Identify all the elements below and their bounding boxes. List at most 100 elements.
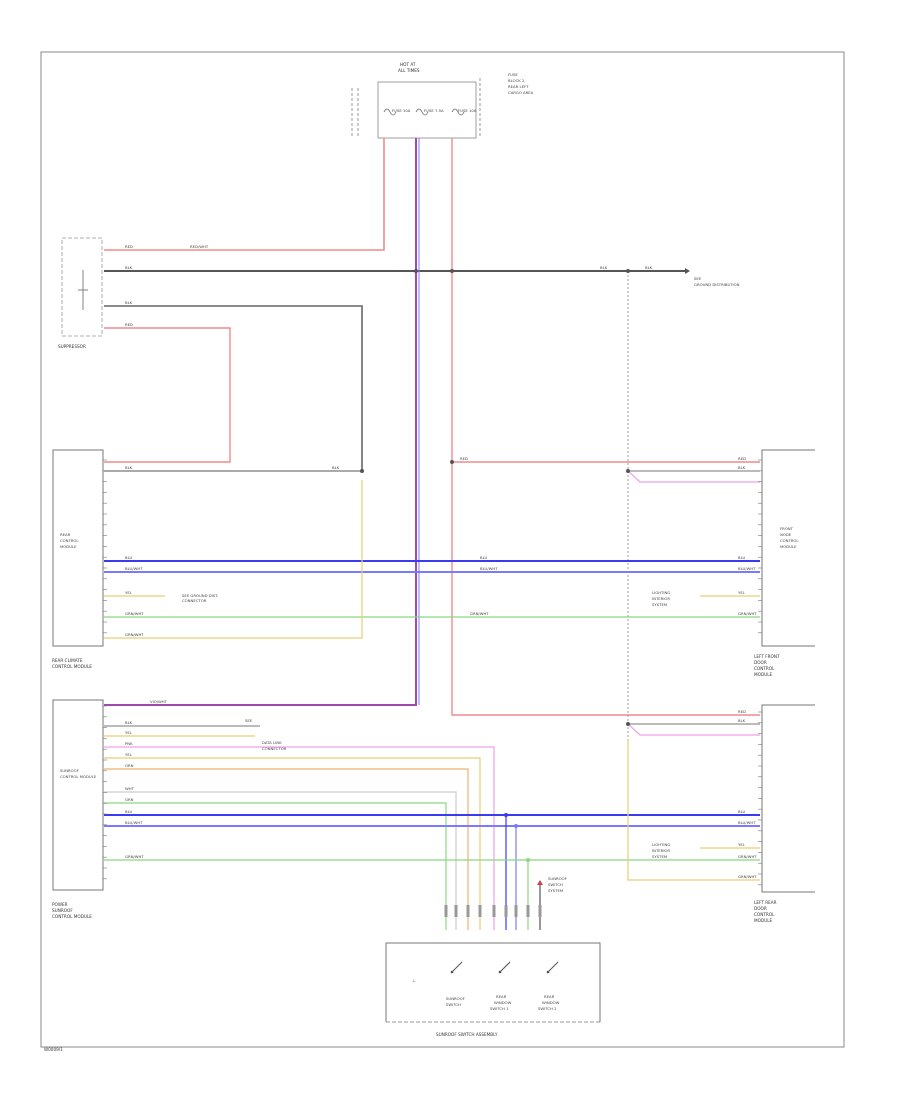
switch-assembly-box xyxy=(385,942,601,1022)
fuse-block-box xyxy=(377,81,477,139)
splice-dot-5 xyxy=(450,460,454,464)
fuse-block-title-2: ALL TIMES xyxy=(398,68,420,73)
lighting-front-1: LIGHTING xyxy=(652,590,670,595)
switch-3-label-3: SWITCH 2 xyxy=(538,1006,557,1011)
ground-note-2: GROUND DISTRIBUTION xyxy=(694,282,740,287)
rear-climate-label-2: CONTROL MODULE xyxy=(52,664,92,669)
wire-label-yel-5: YEL xyxy=(738,842,746,847)
sunroof-inner-1: SUNROOF xyxy=(60,768,79,773)
wire-black-rc xyxy=(104,305,363,470)
sunroof-label-1: POWER xyxy=(52,902,68,907)
wire-label-red-5: RED xyxy=(738,709,746,714)
wire-label-yel-3: YEL xyxy=(125,730,133,735)
fuse-2: FUSE 7.5A xyxy=(415,108,444,116)
switch-connector-mark-5 xyxy=(504,905,508,917)
sunroof-label-3: CONTROL MODULE xyxy=(52,914,92,919)
wire-label-grnwht-4: GRN/WHT xyxy=(125,632,144,637)
sunroof-note-1: SUNROOF xyxy=(548,876,567,881)
ground-note-1: SEE xyxy=(694,276,702,281)
fuse-note-4: CARGO AREA xyxy=(508,90,534,95)
switch-connector-mark-1 xyxy=(454,905,458,917)
lighting-front-3: SYSTEM xyxy=(652,602,667,607)
fuse-3: FUSE 10A xyxy=(451,108,477,116)
ground-mid-1: SEE xyxy=(245,718,253,723)
module-pins xyxy=(103,459,762,886)
switch-connector-marks xyxy=(444,905,542,917)
rear-door-label-4: MODULE xyxy=(754,918,773,923)
wire-label-bluwht-2: BLU/WHT xyxy=(480,566,498,571)
rear-door-module: LEFT REAR DOOR CONTROL MODULE xyxy=(754,704,815,923)
switch-3-contact xyxy=(547,961,559,973)
fuse-note-3: REAR LEFT xyxy=(508,84,529,89)
wire-pink-ps xyxy=(104,746,495,930)
wire-label-bluwht-3: BLU/WHT xyxy=(738,566,756,571)
wire-label-blu-1: BLU xyxy=(125,555,133,560)
lighting-rear-1: LIGHTING xyxy=(652,842,670,847)
front-node-inner-1: FRONT xyxy=(780,526,794,531)
wire-yellow-ps-2 xyxy=(104,757,481,930)
splice-dot-10 xyxy=(626,722,630,726)
wire-label-blk-2: BLK xyxy=(600,265,608,270)
wire-label-grn: GRN xyxy=(125,797,134,802)
switch-2-pivot xyxy=(498,970,502,974)
switch-connector-mark-4 xyxy=(492,905,496,917)
wire-red-fuse3 xyxy=(451,138,760,716)
switch-3-label-2: WINDOW xyxy=(542,1000,560,1005)
fuse-3-symbol xyxy=(451,108,465,116)
wire-label-grnwht-6: GRN/WHT xyxy=(738,854,757,859)
fuse-note-1: FUSE xyxy=(508,72,518,77)
wire-orange-ps xyxy=(104,768,469,930)
wire-label-red-3: RED xyxy=(460,456,468,461)
diagram-frame xyxy=(40,51,845,1048)
front-door-label-1: LEFT FRONT xyxy=(754,654,780,659)
switch-connector-mark-7 xyxy=(526,905,530,917)
data-link-4: CONNECTOR xyxy=(262,746,287,751)
switch-connector-mark-8 xyxy=(538,905,542,917)
wire-label-grnwht-1: GRN/WHT xyxy=(125,611,144,616)
suppressor: SUPPRESSOR xyxy=(58,237,103,349)
sunroof-note-2: SWITCH xyxy=(548,882,563,887)
splice-dot-8 xyxy=(526,858,530,862)
wire-violet-trunk xyxy=(104,138,417,706)
wire-red-fuse1 xyxy=(104,138,385,251)
wire-label-blk-5: BLK xyxy=(125,465,133,470)
diagram-code: W0009/1 xyxy=(44,1047,63,1052)
front-door-label-4: MODULE xyxy=(754,672,773,677)
wire-label-bluwht-1: BLU/WHT xyxy=(125,566,143,571)
rear-door-label-2: DOOR xyxy=(754,906,767,911)
wire-label-yel-2: YEL xyxy=(738,590,746,595)
lighting-front-2: INTERIOR xyxy=(652,596,670,601)
wire-label-blk-7: BLK xyxy=(738,465,746,470)
wire-label-blk-8: BLK xyxy=(738,718,746,723)
wire-yellow-rc-2 xyxy=(104,480,363,639)
splice-dots xyxy=(360,269,630,862)
wire-label-vio: VIO/WHT xyxy=(150,699,168,704)
data-link-2: CONNECTOR xyxy=(182,598,207,603)
splice-dot-4 xyxy=(360,469,364,473)
rear-climate-inner-2: CONTROL xyxy=(60,538,79,543)
switch-connector-mark-2 xyxy=(466,905,470,917)
switch-assembly-label: SUNROOF SWITCH ASSEMBLY xyxy=(436,1032,498,1037)
switch-1-pivot xyxy=(450,970,454,974)
wire-label-bluwht-5: BLU/WHT xyxy=(738,820,756,825)
switch-2-contact xyxy=(499,961,511,973)
fuse-block: HOT AT ALL TIMES FUSE 10A FUSE 7.5A FUSE… xyxy=(351,62,534,139)
switch-connector-mark-0 xyxy=(444,905,448,917)
switch-1-label-2: SWITCH xyxy=(446,1002,461,1007)
sunroof-switch-assembly: ⊥ SUNROOF SWITCH REAR WINDOW SWITCH 1 RE… xyxy=(385,942,601,1037)
wire-label-blk-6: BLK xyxy=(332,465,340,470)
front-node-inner-2: NODE xyxy=(780,532,792,537)
switch-connector-mark-6 xyxy=(514,905,518,917)
suppressor-box xyxy=(61,237,103,337)
rear-climate-label-1: REAR CLIMATE xyxy=(52,658,83,663)
wire-label-grnwht-2: GRN/WHT xyxy=(470,611,489,616)
sunroof-note-3: SYSTEM xyxy=(548,888,563,893)
switch-2-label-2: WINDOW xyxy=(494,1000,512,1005)
wire-label-grnwht-7: GRN/WHT xyxy=(738,874,757,879)
switch-connector-mark-3 xyxy=(478,905,482,917)
switch-1-contact xyxy=(451,961,463,973)
front-door-label-2: DOOR xyxy=(754,660,767,665)
wire-label-blk-3: BLK xyxy=(645,265,653,270)
switch-assembly-ground-mark: ⊥ xyxy=(412,978,416,983)
